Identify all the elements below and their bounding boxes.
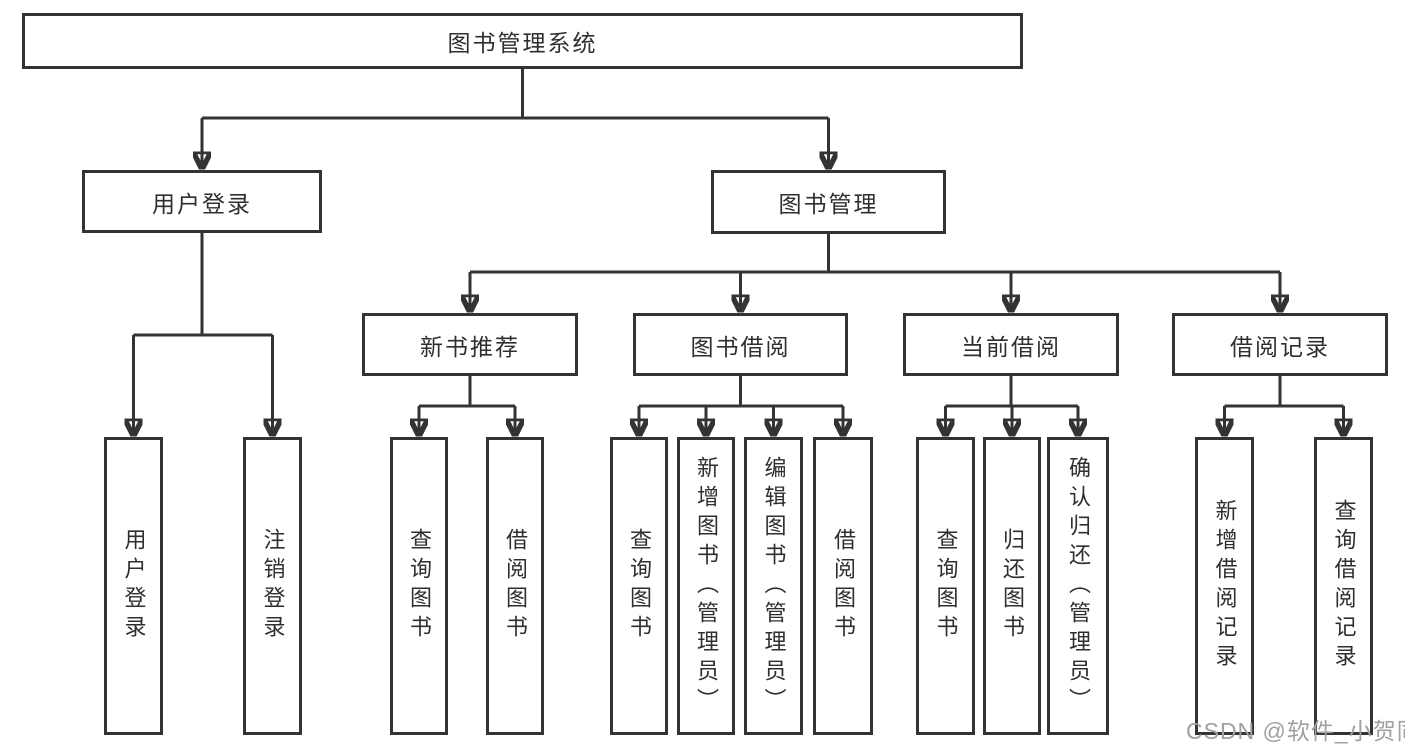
leaf-current-query-books: 查询图书 xyxy=(916,437,975,735)
connector-current-borrow-to-leaves xyxy=(946,376,1079,433)
connector-user-login-to-leaves xyxy=(134,233,273,433)
node-label: 图书借阅 xyxy=(690,333,791,360)
node-label: 借阅记录 xyxy=(1230,333,1330,360)
node-label: 借阅图书 xyxy=(831,528,856,644)
node-label: 新增图书（管理员） xyxy=(694,455,719,717)
leaf-recommend-query-books: 查询图书 xyxy=(390,437,448,735)
node-book-borrow: 图书借阅 xyxy=(633,313,848,376)
node-borrow-records: 借阅记录 xyxy=(1172,313,1388,376)
node-label: 当前借阅 xyxy=(961,333,1061,360)
connector-root-to-level2 xyxy=(202,69,829,166)
leaf-current-return-books: 归还图书 xyxy=(983,437,1041,735)
connector-book-mgmt-to-level3 xyxy=(470,234,1280,309)
node-label: 图书管理 xyxy=(778,191,879,217)
connector-borrow-records-to-leaves xyxy=(1225,376,1344,433)
node-label: 查询图书 xyxy=(407,528,432,644)
node-label: 用户登录 xyxy=(152,190,252,217)
leaf-borrow-query-books: 查询图书 xyxy=(610,437,668,735)
node-user-login: 用户登录 xyxy=(82,170,322,233)
node-label: 查询借阅记录 xyxy=(1331,499,1357,673)
leaf-records-add-record: 新增借阅记录 xyxy=(1195,437,1254,735)
node-label: 归还图书 xyxy=(1000,528,1025,644)
node-label: 查询图书 xyxy=(627,528,652,644)
leaf-records-query-record: 查询借阅记录 xyxy=(1314,437,1373,735)
connector-new-book-to-leaves xyxy=(419,376,515,433)
leaf-logout: 注销登录 xyxy=(243,437,302,735)
leaf-borrow-add-books-admin: 新增图书（管理员） xyxy=(677,437,735,735)
node-label: 注销登录 xyxy=(260,528,286,644)
leaf-borrow-edit-books-admin: 编辑图书（管理员） xyxy=(744,437,803,735)
node-label: 查询图书 xyxy=(933,528,959,644)
node-label: 新书推荐 xyxy=(420,333,520,360)
node-label: 新增借阅记录 xyxy=(1212,499,1238,673)
node-new-book-recommend: 新书推荐 xyxy=(362,313,578,376)
node-label: 借阅图书 xyxy=(503,528,528,644)
node-label: 编辑图书（管理员） xyxy=(761,455,787,717)
leaf-borrow-borrow-books: 借阅图书 xyxy=(813,437,873,735)
leaf-recommend-borrow-books: 借阅图书 xyxy=(486,437,544,735)
node-label: 确认归还（管理员） xyxy=(1066,455,1091,717)
node-label: 图书管理系统 xyxy=(447,30,598,56)
node-current-borrow: 当前借阅 xyxy=(903,313,1119,376)
leaf-user-login: 用户登录 xyxy=(104,437,163,735)
csdn-watermark: CSDN @软件_小贺同学 xyxy=(1186,718,1405,744)
leaf-current-confirm-return-admin: 确认归还（管理员） xyxy=(1047,437,1109,735)
node-label: 用户登录 xyxy=(121,528,147,644)
node-library-system: 图书管理系统 xyxy=(22,13,1023,69)
node-book-management: 图书管理 xyxy=(711,170,946,234)
connector-book-borrow-to-leaves xyxy=(639,376,843,433)
